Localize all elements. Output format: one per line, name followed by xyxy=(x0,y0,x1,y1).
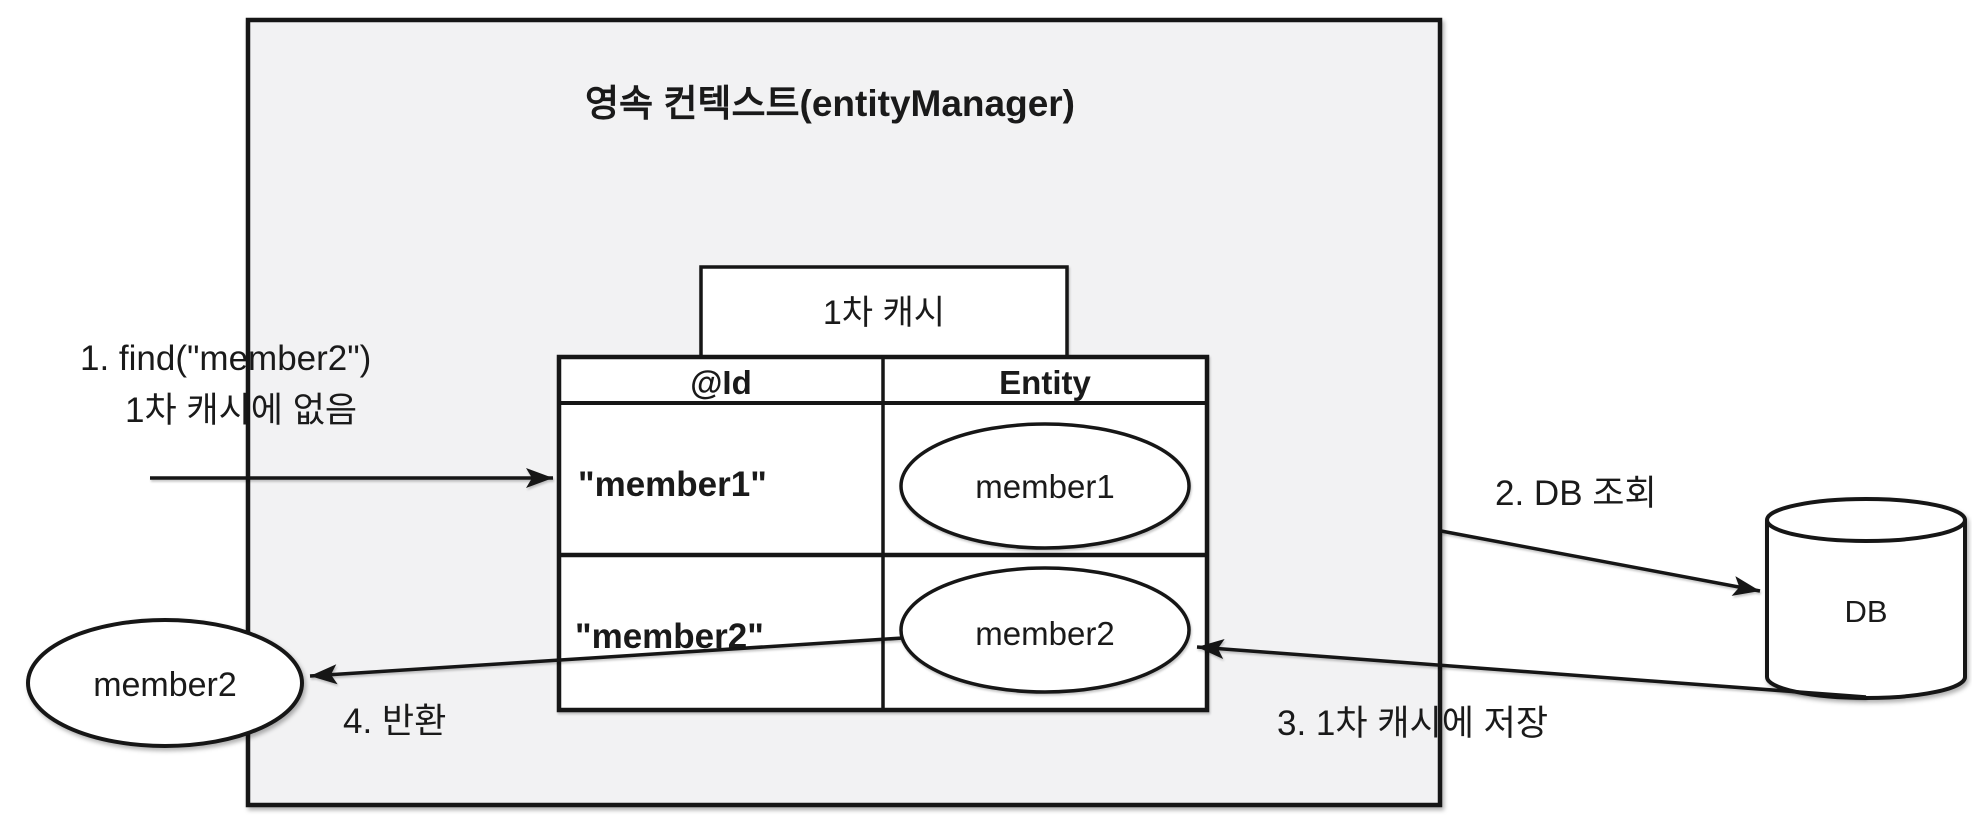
first-level-cache-label: 1차 캐시 xyxy=(823,294,945,332)
first-level-cache-box xyxy=(699,265,1069,359)
row2-entity-label: member2 xyxy=(975,615,1114,652)
step1-label-line1: 1. find("member2") xyxy=(80,339,371,378)
returned-entity-ellipse xyxy=(26,618,304,748)
step3-store-arrow xyxy=(1196,639,1867,699)
step1-label-line2: 1차 캐시에 없음 xyxy=(125,391,357,430)
returned-entity-label: member2 xyxy=(93,666,237,704)
row1-id-cell: "member1" xyxy=(578,465,767,504)
row2-entity-ellipse xyxy=(899,566,1191,694)
persistence-context-title: 영속 컨텍스트(entityManager) xyxy=(585,83,1075,124)
step3-label: 3. 1차 캐시에 저장 xyxy=(1277,704,1548,743)
cache-table: @Id Entity "member1" member1 "member2" m… xyxy=(556,354,1210,713)
step4-return-arrow xyxy=(309,636,904,685)
column-header-entity: Entity xyxy=(999,364,1091,401)
row1-entity-label: member1 xyxy=(975,468,1114,505)
returned-entity: member2 xyxy=(26,618,304,748)
column-header-id: @Id xyxy=(690,364,752,401)
step4-label: 4. 반환 xyxy=(343,702,446,741)
database-cylinder-body xyxy=(1765,520,1967,700)
database-cylinder-top xyxy=(1765,497,1967,543)
row1-entity-ellipse xyxy=(899,422,1191,550)
database-label: DB xyxy=(1844,594,1887,629)
step2-label: 2. DB 조회 xyxy=(1495,474,1657,513)
database-cylinder: DB xyxy=(1765,497,1967,700)
step2-db-lookup-arrow xyxy=(1440,529,1761,596)
